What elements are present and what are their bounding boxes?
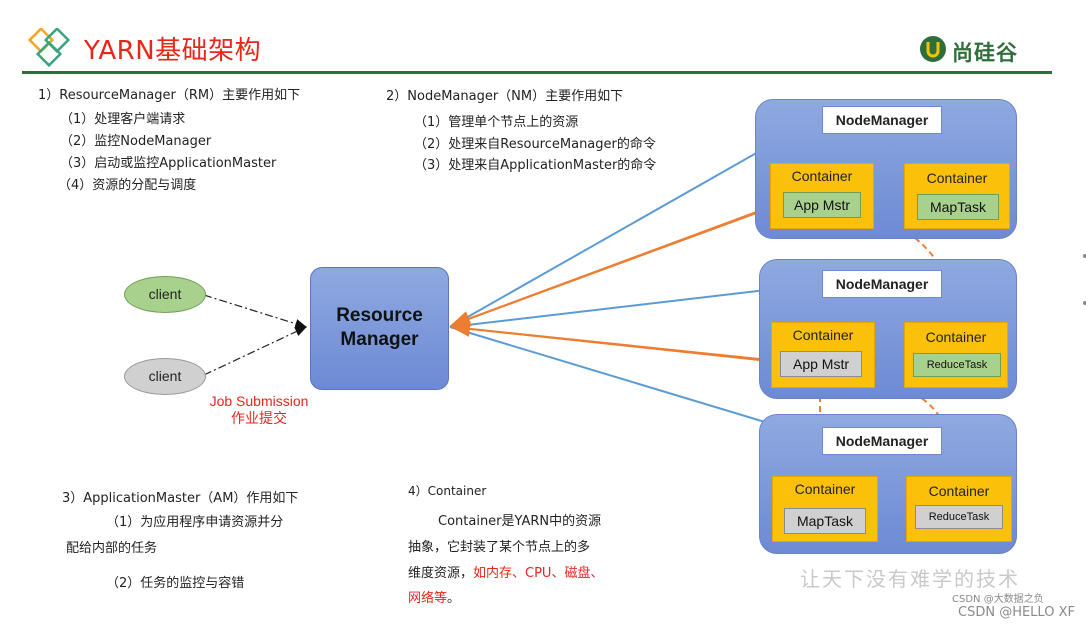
container-label: Container <box>928 483 990 499</box>
container-label: Container <box>794 481 856 497</box>
rm-item: （3）启动或监控ApplicationMaster <box>60 156 277 171</box>
container-label: Container <box>791 168 853 184</box>
rm-to-nm-arrow <box>449 278 820 328</box>
client-to-rm-link <box>203 326 308 376</box>
rm-item: （1）处理客户端请求 <box>60 112 186 127</box>
container-desc-line: 维度资源，如内存、CPU、磁盘、 <box>408 562 603 581</box>
container-box: Container App Mstr <box>770 163 874 229</box>
reduce-task: ReduceTask <box>915 505 1003 529</box>
brand-logo-icon <box>920 36 946 62</box>
node-manager-label: NodeManager <box>822 270 942 298</box>
container-box: Container ReduceTask <box>906 476 1012 542</box>
app-master-task: App Mstr <box>780 351 862 377</box>
rm-to-am-arrow <box>451 203 780 326</box>
container-desc-line: Container是YARN中的资源 <box>438 514 602 529</box>
nm-item: （2）处理来自ResourceManager的命令 <box>414 137 656 152</box>
nm-item: （3）处理来自ApplicationMaster的命令 <box>414 158 657 173</box>
container-label: Container <box>792 327 854 343</box>
app-master-task: App Mstr <box>783 192 861 218</box>
client-to-rm-link <box>203 294 308 329</box>
map-task: MapTask <box>784 508 866 534</box>
csdn-watermark: CSDN @HELLO XF <box>958 605 1075 620</box>
edge-dot <box>1083 254 1086 258</box>
page-title: YARN基础架构 <box>84 36 262 66</box>
node-manager-box: NodeManager Container App Mstr Container… <box>759 259 1017 399</box>
container-desc-text: 。 <box>447 591 461 606</box>
brand-name: 尚硅谷 <box>952 41 1018 65</box>
rm-item: （2）监控NodeManager <box>60 134 212 149</box>
edge-dot <box>1083 301 1086 305</box>
am-section-heading: 3）ApplicationMaster（AM）作用如下 <box>62 491 299 506</box>
am-item-continued: 配给内部的任务 <box>66 541 158 556</box>
rm-item: （4）资源的分配与调度 <box>58 178 197 193</box>
job-submission-label: Job Submission 作业提交 <box>200 393 318 427</box>
watermark-slogan: 让天下没有难学的技术 <box>800 567 1020 591</box>
container-desc-text: 维度资源， <box>408 566 474 581</box>
am-item: （1）为应用程序申请资源并分 <box>106 515 284 530</box>
node-manager-label: NodeManager <box>822 427 942 455</box>
container-section-heading: 4）Container <box>408 484 487 498</box>
rm-to-nm-arrow <box>449 326 820 441</box>
container-desc-line: 抽象，它封装了某个节点上的多 <box>408 540 591 555</box>
node-manager-box: NodeManager Container App Mstr Container… <box>755 99 1017 239</box>
node-manager-label: NodeManager <box>822 106 942 134</box>
container-label: Container <box>925 329 987 345</box>
client-label: client <box>148 368 182 384</box>
yarn-logo-icon <box>28 28 71 68</box>
container-desc-highlight: 网络等 <box>408 591 448 606</box>
resource-manager-box: Resource Manager <box>310 267 449 390</box>
rm-section-heading: 1）ResourceManager（RM）主要作用如下 <box>38 88 301 103</box>
container-desc-line: 网络等。 <box>408 587 460 606</box>
nm-section-heading: 2）NodeManager（NM）主要作用如下 <box>386 89 624 104</box>
header-divider <box>22 71 1052 74</box>
job-submission-en: Job Submission <box>209 393 309 409</box>
node-manager-box: NodeManager Container MapTask Container … <box>759 414 1017 554</box>
container-box: Container App Mstr <box>771 322 875 388</box>
container-box: Container MapTask <box>772 476 878 542</box>
nm-item: （1）管理单个节点上的资源 <box>414 115 579 130</box>
am-item: （2）任务的监控与容错 <box>106 576 245 591</box>
resource-manager-label: Resource Manager <box>336 305 423 350</box>
reduce-task: ReduceTask <box>913 353 1001 377</box>
client-label: client <box>148 286 182 302</box>
job-submission-zh: 作业提交 <box>231 410 287 426</box>
map-task: MapTask <box>917 194 999 220</box>
csdn-watermark-small: CSDN @大数据之负 <box>952 594 1044 605</box>
rm-to-am-arrow <box>451 326 780 369</box>
container-label: Container <box>926 170 988 186</box>
container-box: Container ReduceTask <box>904 322 1008 388</box>
container-desc-highlight: 如内存、CPU、磁盘、 <box>473 566 604 581</box>
client-node: client <box>124 358 206 395</box>
container-box: Container MapTask <box>904 163 1010 229</box>
client-node: client <box>124 276 206 313</box>
